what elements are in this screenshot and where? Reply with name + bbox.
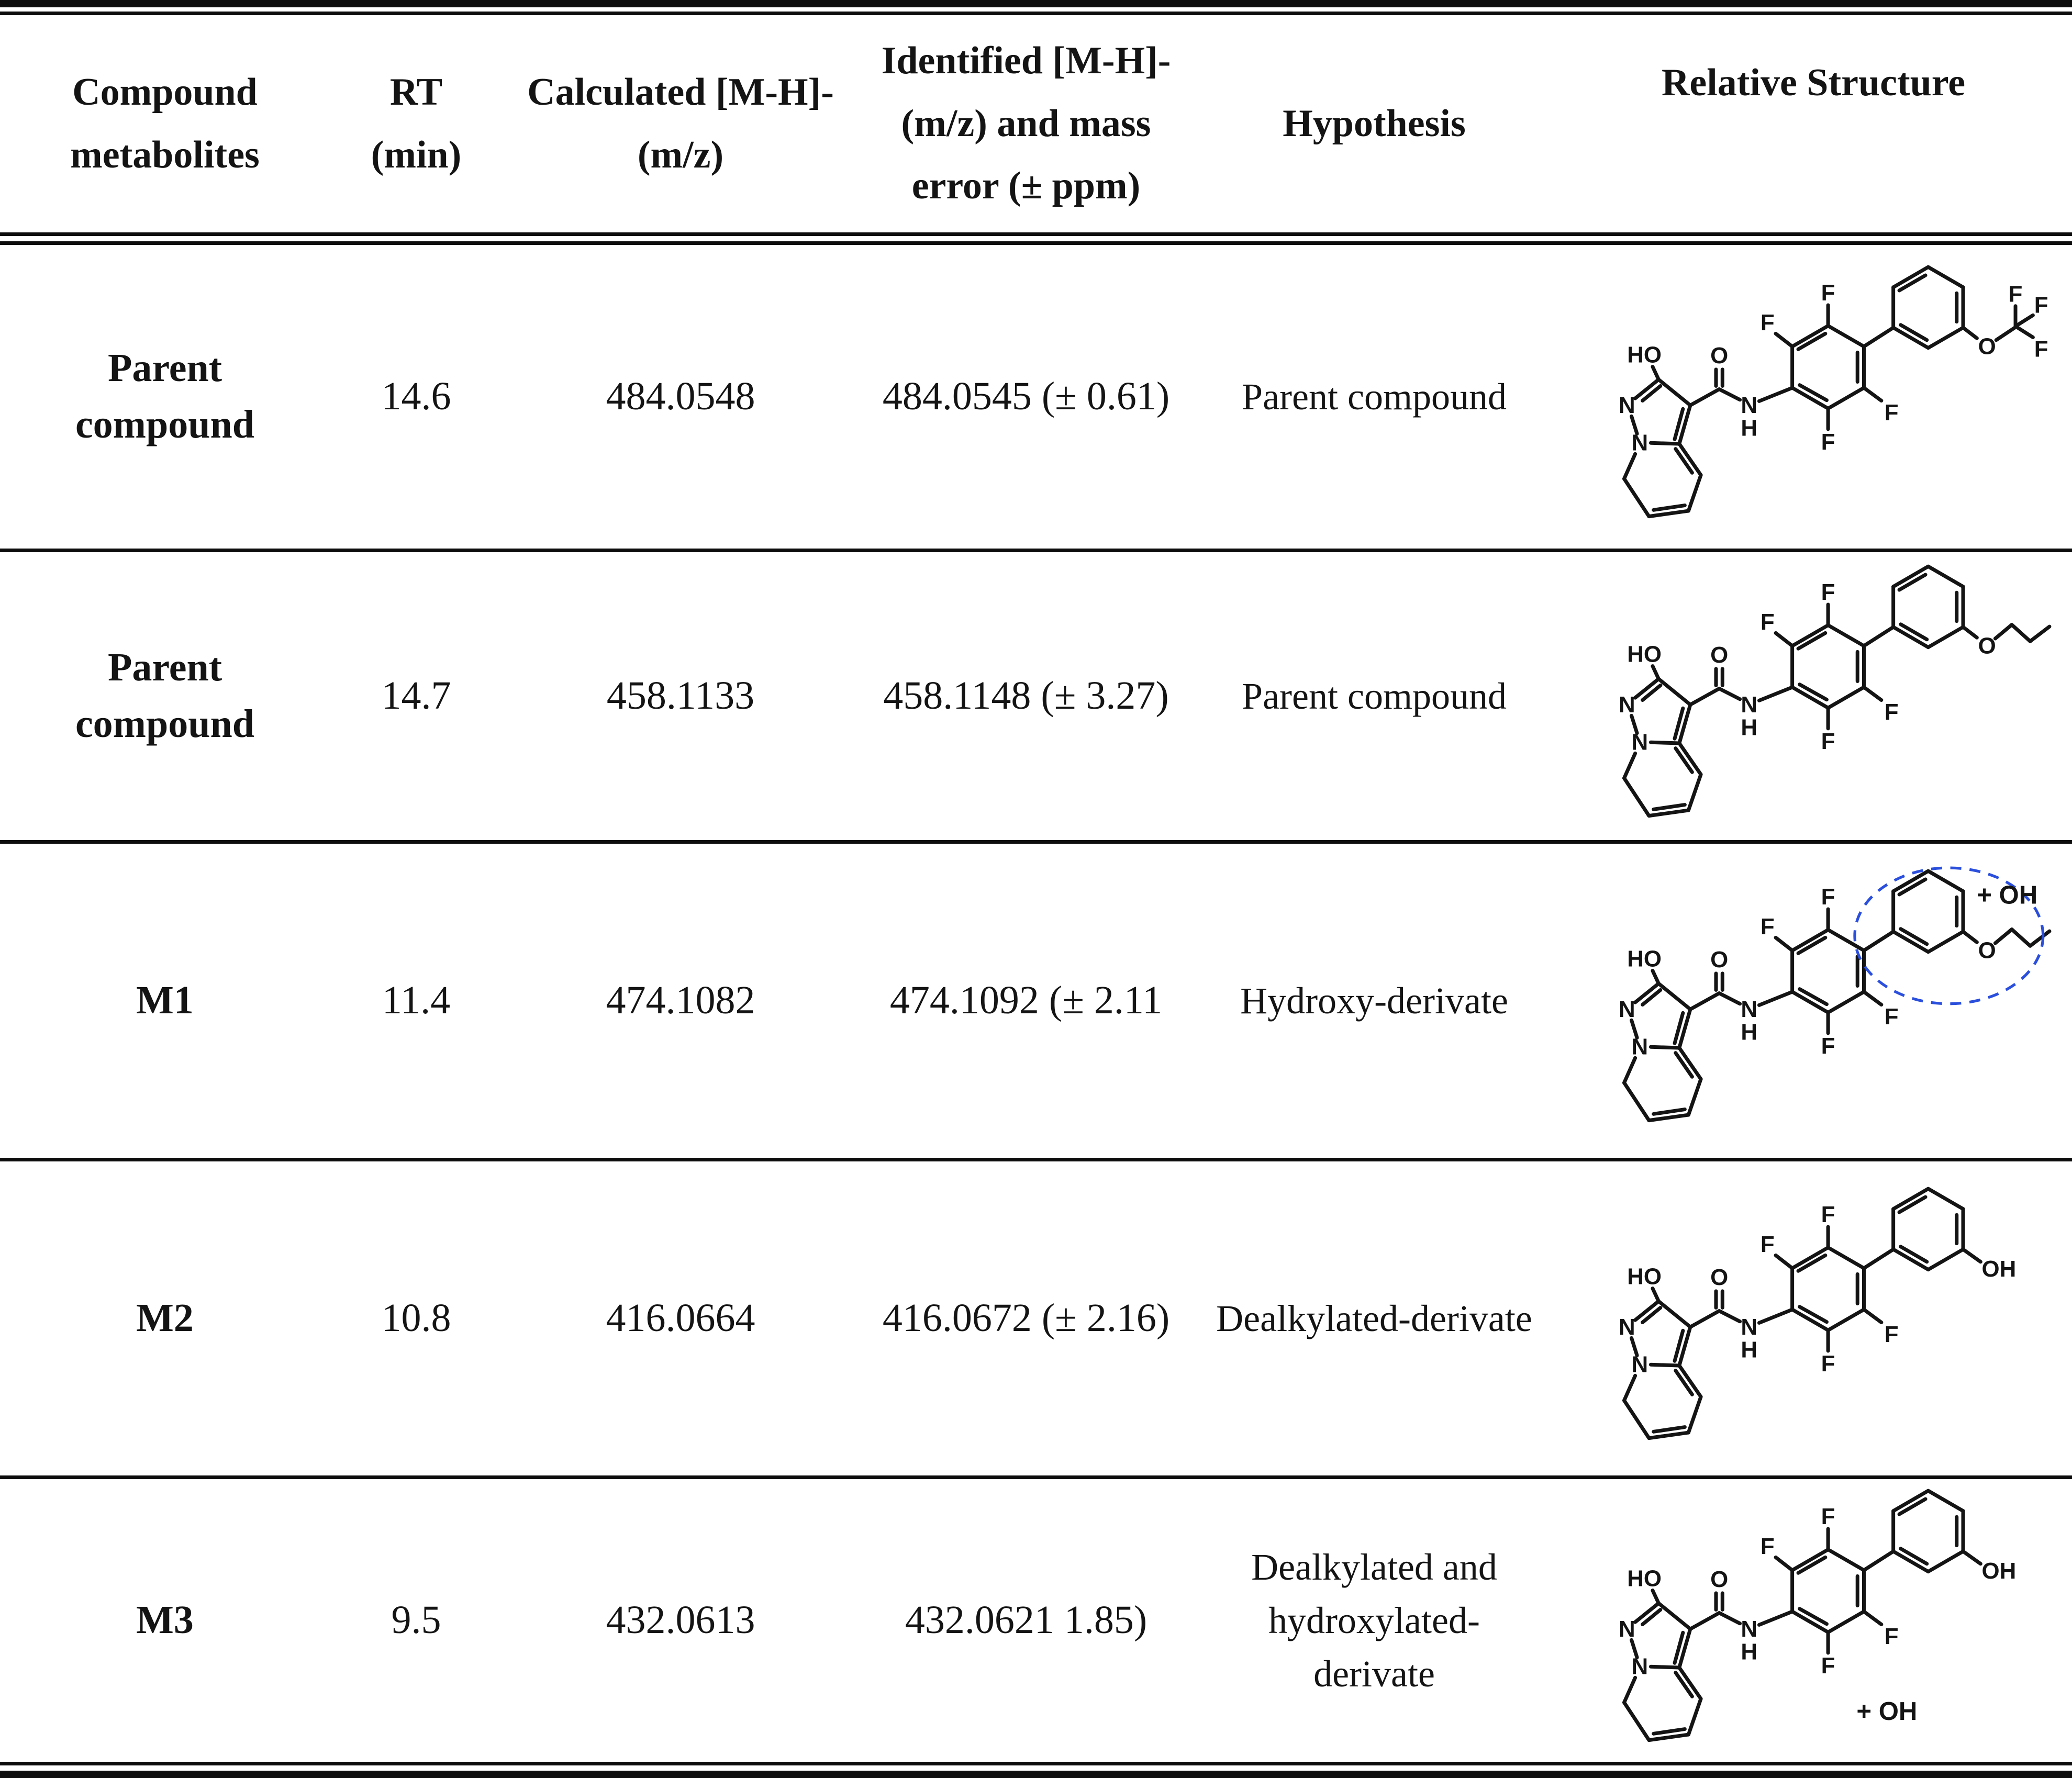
table-row: M1 11.4 474.1082 474.1092 (± 2.11 Hydrox… [0, 844, 2072, 1158]
phenol-bond-lines [1961, 1549, 1982, 1565]
phenol-atom-labels: OH [1982, 1558, 2017, 1584]
phenol-bond-lines [1961, 1247, 1982, 1263]
structure-cell: OH [1555, 1161, 2072, 1475]
rt-cell: 11.4 [382, 978, 451, 1023]
col-header-calculated: Calculated [M-H]- (m/z) [527, 70, 834, 176]
row-divider [0, 1475, 2072, 1479]
structure-cell: O F F F [1555, 245, 2072, 549]
propoxy-atom-labels: O [1978, 633, 1996, 658]
row-divider [0, 840, 2072, 844]
bottom-rule-thick [0, 1771, 2072, 1778]
phenol-group: OH [1961, 1247, 2017, 1282]
row-divider [0, 1158, 2072, 1161]
hydroxylation-site-highlight-ellipse [1853, 866, 2045, 1005]
compound-cell: M2 [136, 1296, 194, 1340]
hypothesis-cell: Parent compound [1242, 375, 1507, 418]
rt-cell: 10.8 [381, 1296, 451, 1340]
header-divider-line [0, 241, 2072, 245]
fluorine-label: F [2034, 336, 2048, 362]
identified-mz-cell: 416.0672 (± 2.16) [882, 1296, 1170, 1340]
identified-mz-cell: 458.1148 (± 3.27) [883, 674, 1169, 718]
structure-m1-hydroxylated-propoxy: O + OH [1570, 866, 2052, 1139]
calculated-mz-cell: 458.1133 [606, 674, 755, 718]
table-row: Parent compound 14.7 458.1133 458.1148 (… [0, 552, 2072, 840]
calculated-mz-cell: 416.0664 [606, 1296, 755, 1340]
calculated-mz-cell: 474.1082 [606, 978, 755, 1023]
calculated-mz-cell: 432.0613 [606, 1598, 755, 1642]
rule-gap [0, 236, 2072, 241]
hypothesis-cell: Parent compound [1242, 675, 1507, 717]
table-row: Parent compound 14.6 484.0548 484.0545 (… [0, 245, 2072, 549]
structure-cell: O [1555, 552, 2072, 840]
col-header-hypothesis: Hypothesis [1283, 102, 1466, 145]
structure-m3-phenol-plus-oh: OH + OH [1570, 1483, 2017, 1759]
structure-parent-propoxy: O [1570, 558, 2052, 834]
compound-cell: M1 [136, 978, 194, 1023]
identified-mz-cell: 474.1092 (± 2.11 [889, 978, 1163, 1023]
propoxy-atom-labels: O [1978, 937, 1996, 963]
compound-cell: Parent compound [75, 645, 255, 746]
phenol-group: OH [1961, 1549, 2017, 1584]
propoxy-bond-lines [1961, 622, 2052, 643]
phenol-atom-labels: OH [1982, 1256, 2017, 1282]
phenol-oh-label: OH [1982, 1558, 2017, 1584]
bottom-rule-thin [0, 1762, 2072, 1765]
structure-cell: O + OH [1555, 844, 2072, 1158]
top-rule-thin [0, 12, 2072, 15]
hypothesis-cell: Dealkylated-derivate [1216, 1297, 1532, 1339]
fluorine-label: F [2009, 281, 2023, 307]
col-header-structure: Relative Structure [1661, 61, 1966, 104]
propoxy-bond-lines [1961, 927, 2052, 948]
ether-oxygen-label: O [1978, 333, 1996, 359]
table-row: M3 9.5 432.0613 432.0621 1.85) Dealkylat… [0, 1479, 2072, 1762]
col-header-rt: RT (min) [371, 70, 462, 176]
ether-oxygen-label: O [1978, 633, 1996, 658]
col-header-compound: Compound metabolites [70, 70, 260, 176]
propoxy-group: O [1961, 622, 2052, 658]
propoxy-group: O [1961, 927, 2052, 963]
ocf3-bond-lines [1961, 304, 2035, 342]
fluorine-label: F [2034, 292, 2048, 318]
compound-cell: M3 [136, 1598, 194, 1642]
table-row: M2 10.8 416.0664 416.0672 (± 2.16) Dealk… [0, 1161, 2072, 1475]
structure-m2-phenol: OH [1570, 1181, 2017, 1457]
top-rule-thick [0, 0, 2072, 7]
hypothesis-cell: Hydroxy-derivate [1240, 979, 1508, 1022]
rt-cell: 9.5 [391, 1598, 441, 1642]
plus-oh-annotation: + OH [1977, 881, 2037, 909]
ocf3-atom-labels: O F F F [1978, 281, 2048, 362]
rule-gap [0, 1765, 2072, 1771]
rt-cell: 14.7 [381, 674, 451, 718]
structure-cell: OH + OH [1555, 1479, 2072, 1762]
col-header-identified: Identified [M-H]- (m/z) and mass error (… [881, 39, 1171, 208]
identified-mz-cell: 484.0545 (± 0.61) [882, 374, 1170, 419]
trifluoromethoxy-group: O F F F [1961, 281, 2048, 362]
rt-cell: 14.6 [381, 374, 451, 419]
calculated-mz-cell: 484.0548 [606, 374, 755, 419]
phenol-oh-label: OH [1982, 1256, 2017, 1282]
header-row: Compound metabolites RT (min) Calculated… [0, 15, 2072, 232]
identified-mz-cell: 432.0621 1.85) [905, 1598, 1148, 1642]
header-divider-line [0, 232, 2072, 236]
ether-oxygen-label: O [1978, 937, 1996, 963]
row-divider [0, 549, 2072, 552]
rule-gap [0, 7, 2072, 12]
compound-cell: Parent compound [75, 346, 255, 446]
plus-oh-annotation: + OH [1856, 1697, 1917, 1726]
structure-parent-ocf3: O F F F [1570, 259, 2048, 535]
hypothesis-cell: Dealkylated and hydroxylated- derivate [1251, 1546, 1497, 1695]
